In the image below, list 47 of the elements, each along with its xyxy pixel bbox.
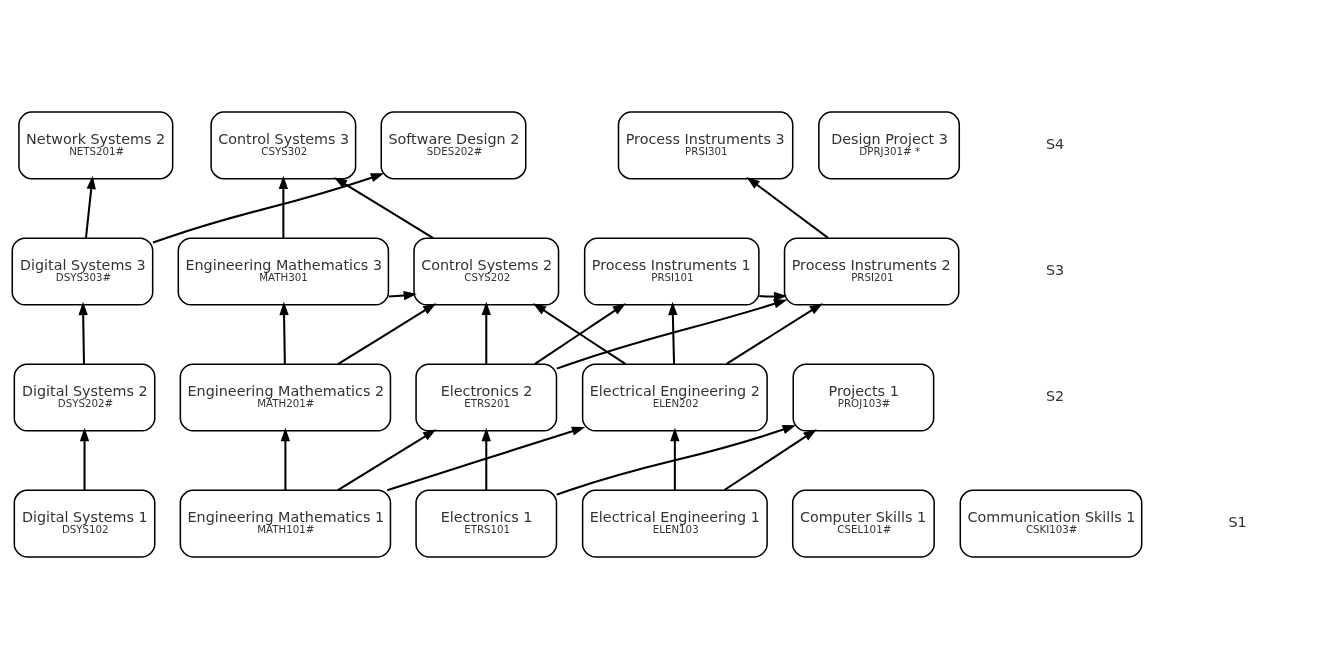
arrow (337, 302, 437, 365)
arrow (333, 176, 434, 239)
arrow (388, 290, 417, 300)
node-box: Control Systems 3 CSYS302 (210, 110, 357, 179)
arrow (668, 301, 678, 364)
node-box: Software Design 2 SDES202# (380, 110, 527, 179)
node-box: Engineering Mathematics 3 MATH301 (177, 236, 390, 306)
arrow (670, 427, 680, 490)
arrow (278, 175, 289, 238)
arrow (556, 298, 788, 370)
label: S4 (1045, 135, 1065, 152)
arrow (337, 428, 437, 491)
arrow (556, 424, 796, 496)
node-box: Digital Systems 3 DSYS303# (11, 236, 154, 306)
node-box: Electronics 1 ETRS101 (415, 489, 558, 558)
arrow (152, 172, 385, 244)
arrow (386, 426, 586, 491)
node-box: Electrical Engineering 1 ELEN103 (581, 489, 768, 558)
node-box: Process Instruments 3 PRSI301 (617, 110, 794, 179)
node-box: Communication Skills 1 CSKI103# (959, 489, 1143, 558)
arrow (280, 427, 291, 490)
node-box: Network Systems 2 NETS201# (18, 110, 174, 179)
arrow (726, 302, 823, 365)
node-box: Digital Systems 1 DSYS102 (13, 489, 156, 558)
label: S2 (1045, 387, 1065, 404)
node-box: Design Project 3 DPRJ301# * (818, 110, 961, 179)
node-box: Electrical Engineering 2 ELEN202 (581, 362, 768, 432)
arrow (84, 175, 96, 238)
arrow (481, 427, 491, 490)
arrow (78, 301, 88, 364)
node-box: Engineering Mathematics 1 MATH101# (179, 489, 392, 558)
node-box: Engineering Mathematics 2 MATH201# (179, 362, 392, 432)
arrow (759, 291, 788, 301)
arrow (79, 427, 90, 490)
label: S1 (1228, 513, 1247, 530)
node-box: Projects 1 PROJ103# (792, 362, 935, 432)
node-box: Computer Skills 1 CSEL101# (791, 489, 935, 558)
label: S3 (1045, 261, 1065, 278)
node-box: Process Instruments 2 PRSI201 (783, 236, 960, 306)
arrow (746, 176, 829, 239)
arrow (279, 301, 289, 364)
arrow (481, 301, 491, 364)
node-box: Digital Systems 2 DSYS202# (13, 362, 156, 432)
node-box: Electronics 2 ETRS201 (415, 362, 558, 432)
arrow (723, 428, 817, 491)
node-box: Process Instruments 1 PRSI101 (583, 236, 760, 306)
node-box: Control Systems 2 CSYS202 (413, 236, 560, 306)
